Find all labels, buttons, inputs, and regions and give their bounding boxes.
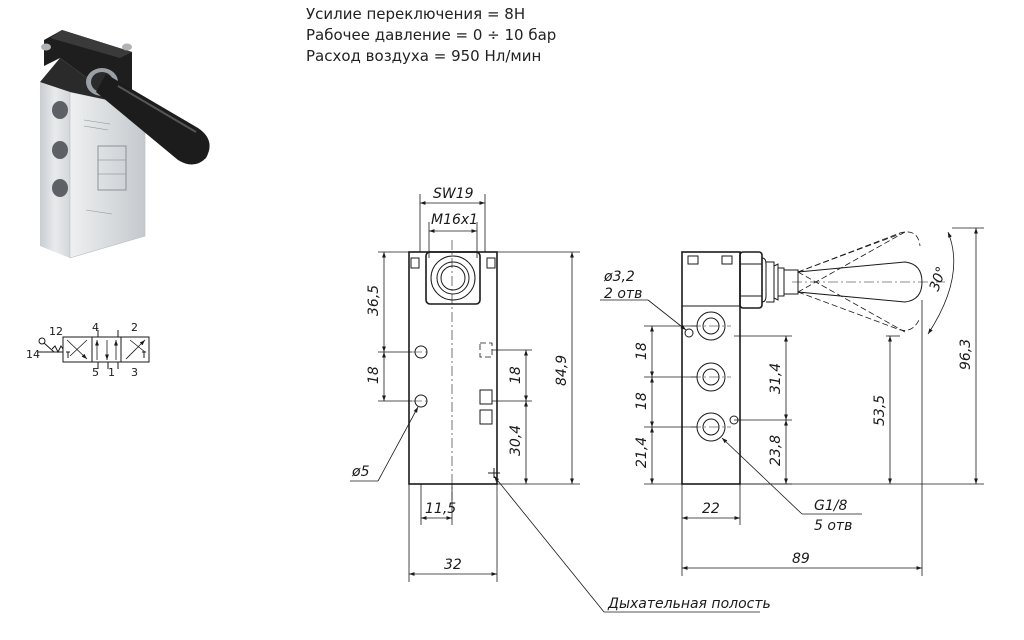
- dim-18-side-a: 18: [634, 342, 650, 360]
- spec-line: Усилие переключения = 8Н: [306, 5, 526, 23]
- front-view: SW19 M16x1 36,5 18 84,9 18 30,4 ø5: [350, 186, 771, 613]
- spec-line: Рабочее давление = 0 ÷ 10 бар: [306, 26, 557, 44]
- dim-angle-30: 30°: [927, 265, 951, 294]
- dim-holes-5: 5 отв: [814, 518, 852, 534]
- dim-hole-3-2: ø3,2: [603, 269, 635, 285]
- spec-line: Расход воздуха = 950 Нл/мин: [306, 47, 542, 65]
- dim-sw19: SW19: [433, 186, 474, 202]
- dim-53-5: 53,5: [872, 395, 888, 426]
- dim-m16x1: M16x1: [431, 212, 478, 228]
- dim-thread-g1-8: G1/8: [814, 498, 847, 514]
- dim-18-b: 18: [508, 366, 524, 384]
- product-photo: [40, 30, 210, 259]
- port-label-4: 4: [92, 321, 99, 334]
- breather-label: Дыхательная полость: [607, 596, 771, 612]
- dim-22: 22: [702, 501, 720, 517]
- port-label-2: 2: [131, 321, 138, 334]
- dim-hole-5: ø5: [351, 464, 370, 480]
- port-label-3: 3: [131, 366, 138, 379]
- dim-84-9: 84,9: [554, 355, 570, 386]
- dim-23-8: 23,8: [768, 435, 784, 466]
- pneumatic-symbol: 12 14 4 2 5 1 3: [26, 321, 150, 379]
- dim-36-5: 36,5: [366, 285, 382, 316]
- specs-block: Усилие переключения = 8Н Рабочее давлени…: [306, 4, 556, 67]
- dim-21-4: 21,4: [634, 437, 650, 468]
- port-label-14: 14: [26, 348, 40, 361]
- port-label-1: 1: [108, 366, 115, 379]
- dim-holes-2: 2 отв: [604, 286, 642, 302]
- dim-30-4: 30,4: [508, 425, 524, 456]
- dim-89: 89: [792, 551, 810, 567]
- dim-11-5: 11,5: [425, 501, 456, 517]
- port-label-12: 12: [49, 325, 63, 338]
- side-view: 30° ø3,2 2 отв 18 18 21,4 3: [600, 227, 984, 576]
- port-label-5: 5: [92, 366, 99, 379]
- dim-18-side-b: 18: [634, 392, 650, 410]
- dim-18: 18: [366, 366, 382, 384]
- dim-32: 32: [444, 557, 462, 573]
- dim-31-4: 31,4: [768, 363, 784, 394]
- dim-96-3: 96,3: [958, 339, 974, 370]
